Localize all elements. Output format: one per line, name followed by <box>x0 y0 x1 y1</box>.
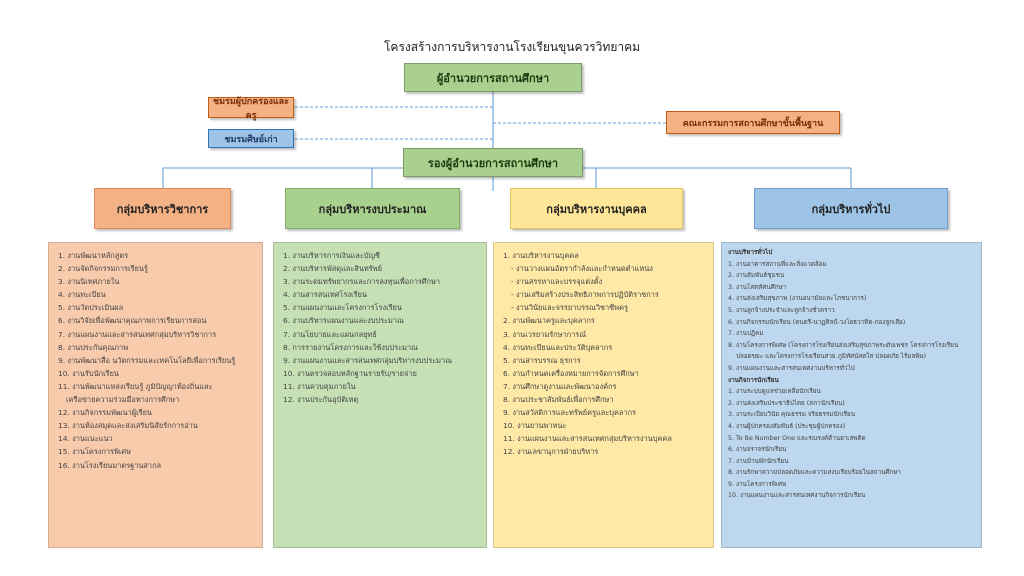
task-list-item: 10. งานตรวจสอบหลักฐานรายรับ/รายจ่าย <box>283 368 417 378</box>
group-header-personnel: กลุ่มบริหารงานบุคคล <box>510 188 683 229</box>
deputy-director-box: รองผู้อำนวยการสถานศึกษา <box>403 148 583 177</box>
task-list-item: 8. งานประกันคุณภาพ <box>58 342 129 352</box>
task-list-item: 9. งานโครงการพิเศษ <box>728 480 787 488</box>
task-list-item: 2. งานสัมพันธ์ชุมชน <box>728 272 785 280</box>
task-list-item: 14. งานแนะแนว <box>58 434 113 444</box>
task-list-item: 5. งานสารบรรณ ธุรการ <box>503 355 581 365</box>
task-list-item: 6. งานจราจรนักเรียน <box>728 446 787 454</box>
academic-task-list: 1. งานพัฒนาหลักสูตร 2. งานจัดกิจกรรมการเร… <box>48 242 263 548</box>
task-list-item: 12. งานกิจกรรมพัฒนาผู้เรียน <box>58 408 152 418</box>
task-list-item: เครือข่ายความร่วมมือทางการศึกษา <box>66 395 180 405</box>
task-list-item: 11. งานพัฒนาแหล่งเรียนรู้ ภูมิปัญญาท้องถ… <box>58 381 213 391</box>
task-list-item: 5. งานลูกจ้างประจำและลูกจ้างชั่วคราว <box>728 306 835 314</box>
task-list-item: 3. งานเวรยามรักษาการณ์ <box>503 329 587 339</box>
task-list-item: 1. งานบริหารการเงินและบัญชี <box>283 251 380 260</box>
task-list-item: 9. งานพัฒนาสื่อ นวัตกรรมและเทคโนโลยีเพื่… <box>58 355 236 365</box>
parents-association-box: ชมรมผู้ปกครองและครู <box>208 97 294 121</box>
task-list-item: 4. งานสารสนเทศโรงเรียน <box>283 290 367 300</box>
task-list-item: 7. งานบ้านพักนักเรียน <box>728 457 789 465</box>
general-task-list: งานบริหารทั่วไป 1. งานอาคารสถานที่และสิ่ง… <box>721 242 982 548</box>
task-list-item: งานบริหารทั่วไป <box>728 249 773 256</box>
task-list-item: 13. งานห้องสมุดและส่งเสริมนิสัยรักการอ่า… <box>58 421 198 431</box>
task-list-item: 8. การรายงานโครงการและใช้งบประมาณ <box>283 342 419 352</box>
task-list-item: 1. งานระบบดูแลช่วยเหลือนักเรียน <box>728 388 821 396</box>
task-list-item: 6. งานวิจัยเพื่อพัฒนาคุณภาพการเรียนการสอ… <box>58 316 207 326</box>
task-list-item: 9. งานแผนงานและสารสนเทศงานบริหารทั่วไป <box>728 364 855 372</box>
task-list-item: 10. งานแผนงานและสารสนเทศงานกิจการนักเรีย… <box>728 492 866 500</box>
group-header-academic: กลุ่มบริหารวิชาการ <box>94 188 231 229</box>
task-list-item: 1. งานพัฒนาหลักสูตร <box>58 251 129 260</box>
task-list-item: 12. งานประกันอุบัติเหตุ <box>283 395 359 405</box>
group-header-general: กลุ่มบริหารทั่วไป <box>754 188 948 229</box>
task-list-item: 7. งานปฏิคม <box>728 330 764 338</box>
task-list-item: - งานวางแผนอัตรากำลังและกำหนดตำแหน่ง <box>511 264 653 274</box>
task-list-item: 8. งานโครงการพิเศษ (โครงการโรงเรียนส่งเส… <box>728 341 959 349</box>
task-list-item: 11. งานควบคุมภายใน <box>283 381 356 391</box>
task-list-item: 3. งานโสตทัศนศึกษา <box>728 283 787 291</box>
task-list-item: - งานสรรหาและบรรจุแต่งตั้ง <box>511 277 603 287</box>
task-list-item: 1. งานอาคารสถานที่และสิ่งแวดล้อม <box>728 260 827 268</box>
task-list-item: 4. งานทะเบียนและประวัติบุคลากร <box>503 342 613 352</box>
task-list-item: 7. งานโยบายและแผนกลยุทธ์ <box>283 329 377 339</box>
task-list-item: 3. งานระดมทรัพยากรและการลงทุนเพื่อการศึก… <box>283 277 440 287</box>
alumni-association-box: ชมรมศิษย์เก่า <box>208 129 294 148</box>
task-list-item: 16. งานโรงเรียนมาตรฐานสากล <box>58 460 162 470</box>
task-list-item: 9. งานสวัสดิการและทรัพย์ครูและบุคลากร <box>503 408 637 418</box>
task-list-item: 10. งานยานพาหนะ <box>503 421 567 431</box>
task-list-item: 1. งานบริหารงานบุคคล <box>503 251 579 260</box>
task-list-item: - งานเสริมสร้างประสิทธิภาพการปฏิบัติราชก… <box>511 290 659 300</box>
task-list-item: 6. งานกิจกรรมนักเรียน (ดนตรี-นาฏศิลป์-วง… <box>728 318 906 326</box>
task-list-item: 12. งานเลขานุการฝ่ายบริหาร <box>503 447 599 457</box>
task-list-item: ปลอดขยะ และโครงการโรงเรียนสวย ภูมิทัศน์ส… <box>736 353 927 361</box>
task-list-item: 7. งานศึกษาดูงานและพัฒนาองค์กร <box>503 381 617 391</box>
task-list-item: 5. งานวัดประเมินผล <box>58 303 124 313</box>
personnel-task-list: 1. งานบริหารงานบุคคล - งานวางแผนอัตรากำลั… <box>493 242 714 548</box>
task-list-item: 2. งานจัดกิจกรรมการเรียนรู้ <box>58 264 148 274</box>
task-list-item: 11. งานแผนงานและสารสนเทศกลุ่มบริหารงานบุ… <box>503 434 672 444</box>
budget-task-list: 1. งานบริหารการเงินและบัญชี 2. งานบริหารพ… <box>273 242 487 548</box>
task-list-item: 6. งานบริหารแผนงานและงบประมาณ <box>283 316 404 326</box>
director-box: ผู้อำนวยการสถานศึกษา <box>404 63 582 92</box>
task-list-item: 2. งานพัฒนาครูและบุคลากร <box>503 316 595 326</box>
school-board-box: คณะกรรมการสถานศึกษาขั้นพื้นฐาน <box>666 111 840 134</box>
task-list-item: 2. งานบริหารพัสดุและสินทรัพย์ <box>283 264 382 274</box>
task-list-item: 7. งานแผนงานและสารสนเทศกลุ่มบริหารวิชากา… <box>58 329 217 339</box>
task-list-item: 2. งานส่งเสริมประชาธิปไตย (สภานักเรียน) <box>728 399 845 407</box>
task-list-item: 4. งานส่งเสริมสุขภาพ (งานอนามัยและโภชนาก… <box>728 295 867 303</box>
task-list-item: 4. งานทะเบียน <box>58 290 106 300</box>
task-list-item: 6. งานกำหนดเครื่องหมายการจัดการศึกษา <box>503 368 639 378</box>
task-list-item: - งานวินัยและจรรยาบรรณวิชาชีพครู <box>511 303 628 313</box>
task-list-item: 8. งานรักษาความปลอดภัยและความสงบเรียบร้อ… <box>728 469 901 477</box>
task-list-item: 3. งานระเบียบวินัย คุณธรรม จริยธรรมนักเร… <box>728 411 856 419</box>
task-list-item: 9. งานแผนงานและสารสนเทศกลุ่มบริหารงบประม… <box>283 355 453 365</box>
task-list-item: 3. งานนิเทศภายใน <box>58 277 120 287</box>
task-list-item: 5. To Be Number One และรณรงค์ต้านยาเสพติ… <box>728 434 866 442</box>
task-list-item: 15. งานโครงการพิเศษ <box>58 447 131 457</box>
task-list-item: งานกิจการนักเรียน <box>728 376 779 384</box>
task-list-item: 10. งานรับนักเรียน <box>58 368 119 378</box>
chart-title: โครงสร้างการบริหารงานโรงเรียนขุนควรวิทยา… <box>383 40 641 54</box>
task-list-item: 4. งานผู้ปกครองสัมพันธ์ (ประชุมผู้ปกครอง… <box>728 422 846 430</box>
task-list-item: 8. งานประชาสัมพันธ์เพื่อการศึกษา <box>503 395 614 405</box>
task-list-item: 5. งานแผนงานและโครงการโรงเรียน <box>283 303 402 313</box>
group-header-budget: กลุ่มบริหารงบประมาณ <box>285 188 460 229</box>
